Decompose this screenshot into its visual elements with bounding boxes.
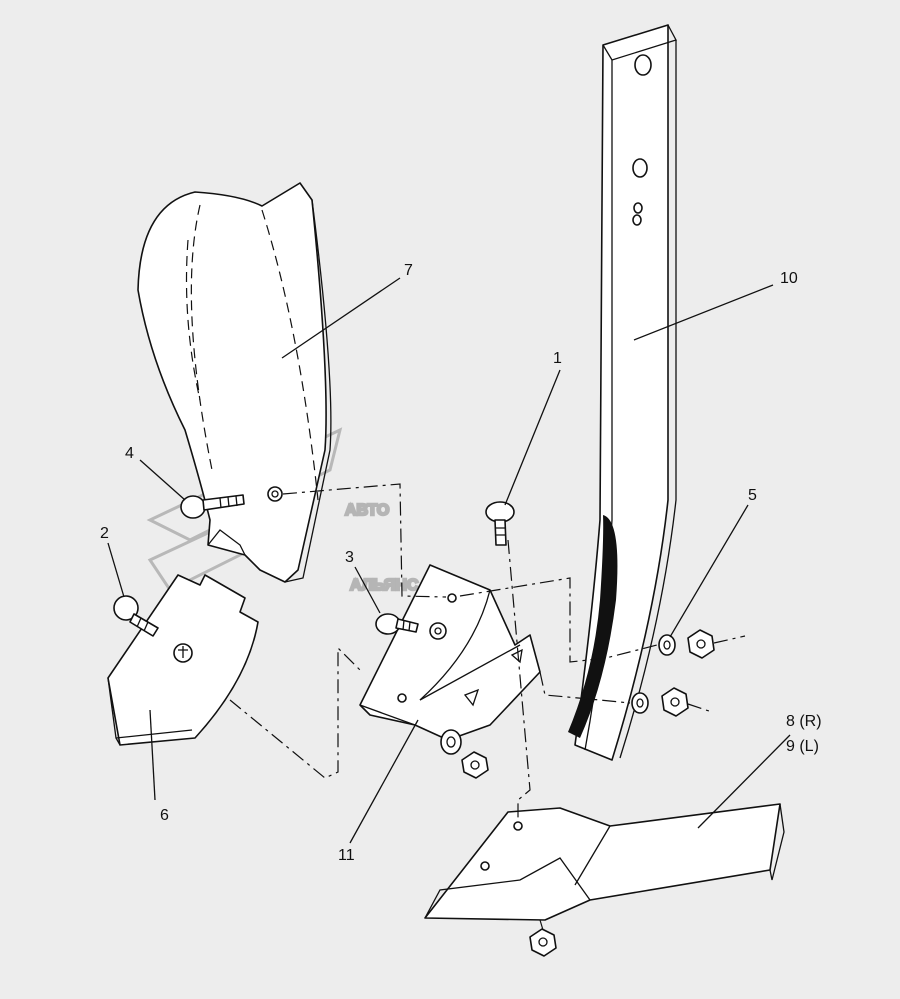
plate-hole-top [447, 593, 457, 603]
deflector-part-7 [137, 182, 332, 583]
leader-lines [107, 277, 791, 844]
shank-edge-strip [568, 515, 618, 738]
callout-4: 4 [125, 445, 134, 462]
callout-8: 8 (R) [786, 713, 822, 730]
assembly-lines [229, 483, 746, 931]
callout-3: 3 [345, 549, 354, 566]
bolt-part-3 [375, 613, 419, 635]
nut-shank-lower [661, 687, 689, 717]
shank-hole-middle [632, 158, 648, 178]
nut-blade [529, 928, 557, 957]
nut-shank-upper [687, 629, 715, 659]
bolt-part-4 [180, 494, 245, 519]
plate-part-11 [359, 564, 541, 741]
shank-hole-small-2 [632, 214, 642, 226]
callout-10: 10 [780, 270, 798, 287]
washer-shank-upper [658, 634, 676, 656]
blade-hole-2 [480, 861, 490, 871]
callout-6: 6 [160, 807, 169, 824]
callout-labels: 1 2 3 4 5 6 7 8 (R) 9 (L) 10 11 [100, 262, 822, 864]
washer-lower-plate [440, 729, 462, 755]
blade-part-8-9 [424, 803, 785, 921]
shank-hole-small-1 [633, 202, 643, 214]
callout-7: 7 [404, 262, 413, 279]
washer-deflector [267, 486, 283, 502]
watermark-line2: АЛЬЯНС [350, 577, 419, 594]
watermark-line1: АВТО [345, 502, 389, 519]
callout-2: 2 [100, 525, 109, 542]
shank-part-10 [568, 24, 677, 761]
bolt-part-2 [113, 595, 159, 637]
blade-hole-1 [513, 821, 523, 831]
plate-hole-bottom [397, 693, 407, 703]
callout-11: 11 [338, 847, 355, 864]
callout-5: 5 [748, 487, 757, 504]
washer-plate [429, 622, 447, 640]
callout-9: 9 (L) [786, 738, 819, 755]
shank-hole-top [634, 54, 652, 76]
callout-1: 1 [553, 350, 562, 367]
bolt-part-1 [485, 501, 515, 546]
nut-lower-plate [461, 751, 489, 779]
washer-shank-lower [631, 692, 649, 714]
point-part-6 [107, 574, 259, 746]
